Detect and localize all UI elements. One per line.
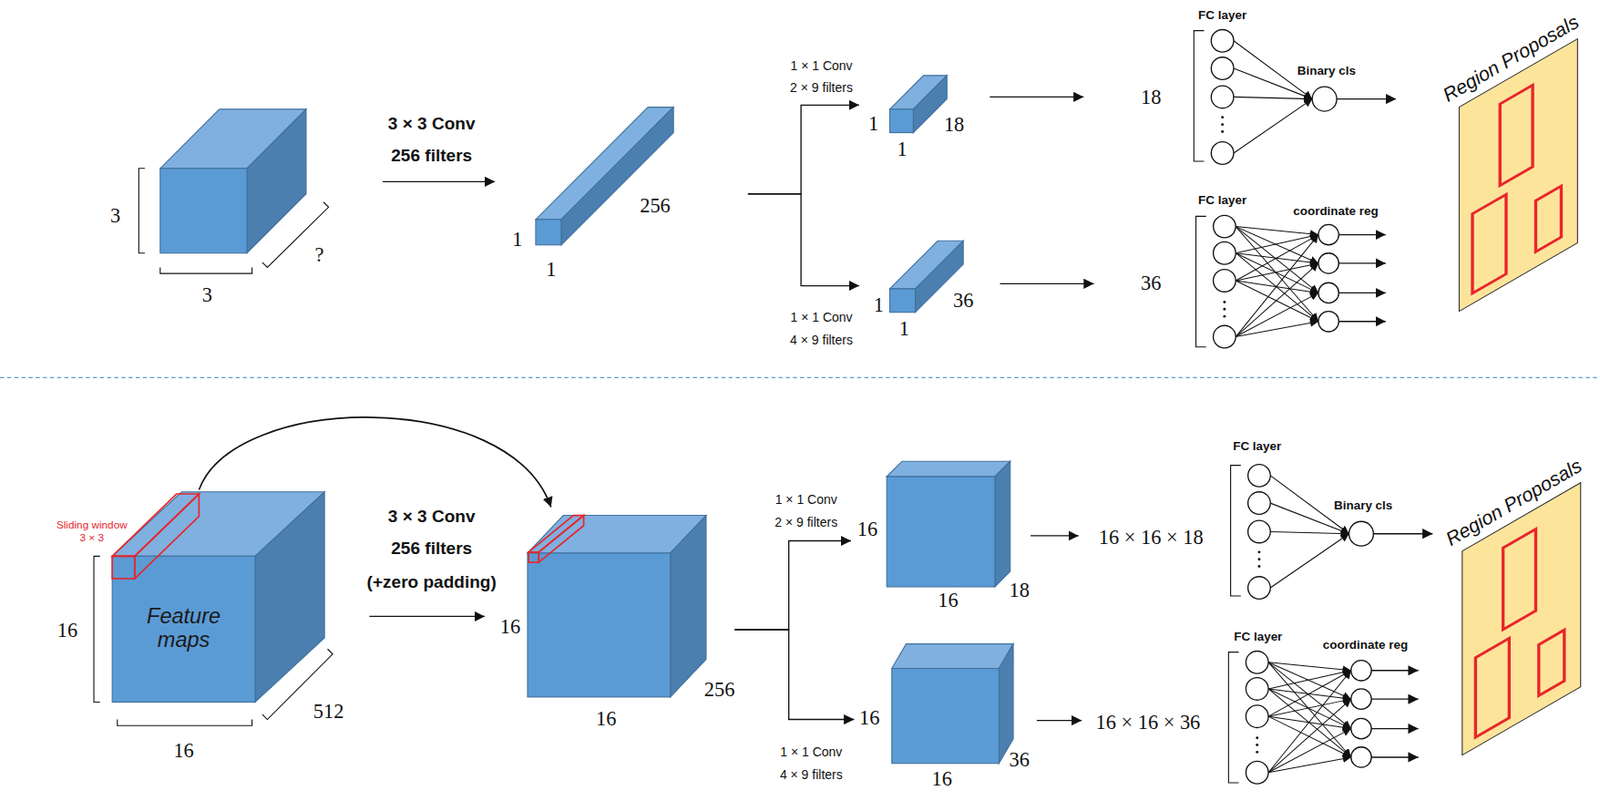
tensor-cuboid: 161636 <box>892 644 1014 764</box>
network-label: FC layer <box>1232 440 1282 454</box>
cuboid-shape <box>535 107 674 246</box>
dimension-label: 3 <box>202 283 213 307</box>
flow-arrow <box>382 181 495 183</box>
output-size: 16 × 16 × 36 <box>1095 709 1200 733</box>
layer-label: 256 filters <box>390 539 472 559</box>
tensor-cuboid: Feature maps1616512 <box>112 492 325 703</box>
cuboid-shape <box>890 75 948 134</box>
cuboid-shape <box>886 461 1011 587</box>
node-title: Feature maps <box>137 604 230 652</box>
cuboid-shape <box>527 515 707 698</box>
tensor-cuboid: 33? <box>160 109 307 254</box>
window-label: Sliding window <box>56 519 128 532</box>
output-size: 16 × 16 × 18 <box>1098 525 1204 549</box>
dimension-label: 36 <box>953 288 974 312</box>
dimension-label: 18 <box>943 112 965 136</box>
network-label: Binary cls <box>1333 499 1393 513</box>
tensor-cuboid: 1118 <box>890 75 948 134</box>
cuboid-shape <box>890 240 965 312</box>
dimension-label: 18 <box>1009 578 1030 602</box>
flow-arrow <box>734 629 854 720</box>
layer-label: 4 × 9 filters <box>779 768 843 782</box>
cuboid-shape <box>160 109 307 254</box>
dimension-label: 1 <box>512 227 523 251</box>
fc-networks <box>1193 29 1433 784</box>
dimension-label: 1 <box>899 317 910 340</box>
layer-label: 2 × 9 filters <box>789 82 853 96</box>
tensor-cuboid: 11256 <box>535 107 674 246</box>
layer-label: 3 × 3 Conv <box>388 114 476 134</box>
dimension-label: 1 <box>896 137 907 161</box>
cuboid-shape <box>892 644 1014 764</box>
dimension-label: 256 <box>639 194 671 217</box>
proposal-panel: Region Proposals <box>1456 477 1586 764</box>
dimension-label: 1 <box>868 112 879 135</box>
dimension-label: 512 <box>313 699 345 723</box>
output-arrows <box>989 96 1094 720</box>
network-label: Binary cls <box>1297 64 1356 79</box>
dimension-label: 1 <box>873 292 884 316</box>
network-label: coordinate reg <box>1323 637 1408 652</box>
dimension-label: ? <box>315 243 325 267</box>
dimension-label: 256 <box>704 677 736 701</box>
dimension-label: 1 <box>545 257 556 281</box>
dimension-label: 16 <box>857 517 878 541</box>
network-label: FC layer <box>1233 629 1283 644</box>
dimension-label: 16 <box>931 767 952 790</box>
flow-arrow <box>748 194 860 287</box>
output-size: 18 <box>1140 85 1161 109</box>
output-size: 36 <box>1140 271 1161 295</box>
layer-label: 4 × 9 filters <box>789 333 853 348</box>
dimension-label: 16 <box>57 618 78 642</box>
flow-arrow <box>734 541 852 630</box>
dimension-label: 36 <box>1009 748 1030 771</box>
layer-label: (+zero padding) <box>367 573 497 593</box>
layer-label: 256 filters <box>390 146 472 166</box>
layer-label: 3 × 3 Conv <box>388 507 476 527</box>
dimension-label: 16 <box>859 706 880 729</box>
window-label: 3 × 3 <box>80 532 104 544</box>
flow-arrow <box>369 615 485 617</box>
dimension-label: 16 <box>173 738 194 762</box>
layer-label: 1 × 1 Conv <box>789 311 852 326</box>
network-label: FC layer <box>1198 194 1247 208</box>
dimension-brackets <box>93 168 333 726</box>
cuboid-shape <box>112 492 325 703</box>
layer-label: 1 × 1 Conv <box>779 746 842 760</box>
layer-label: 2 × 9 filters <box>774 516 838 531</box>
dimension-label: 16 <box>595 707 616 730</box>
separator-line <box>0 377 1600 379</box>
network-label: FC layer <box>1198 8 1247 22</box>
network-label: coordinate reg <box>1292 204 1378 218</box>
tensor-cuboid: 1616256 <box>527 515 707 698</box>
dimension-label: 3 <box>110 204 121 227</box>
layer-label: 1 × 1 Conv <box>775 493 838 508</box>
tensor-cuboid: 161618 <box>886 461 1011 587</box>
dimension-label: 16 <box>937 588 958 612</box>
proposal-panel: Region Proposals <box>1454 33 1583 320</box>
layer-label: 1 × 1 Conv <box>789 60 852 74</box>
tensor-cuboid: 1136 <box>890 240 965 312</box>
dimension-label: 16 <box>500 615 521 638</box>
flow-arrow <box>748 104 860 194</box>
